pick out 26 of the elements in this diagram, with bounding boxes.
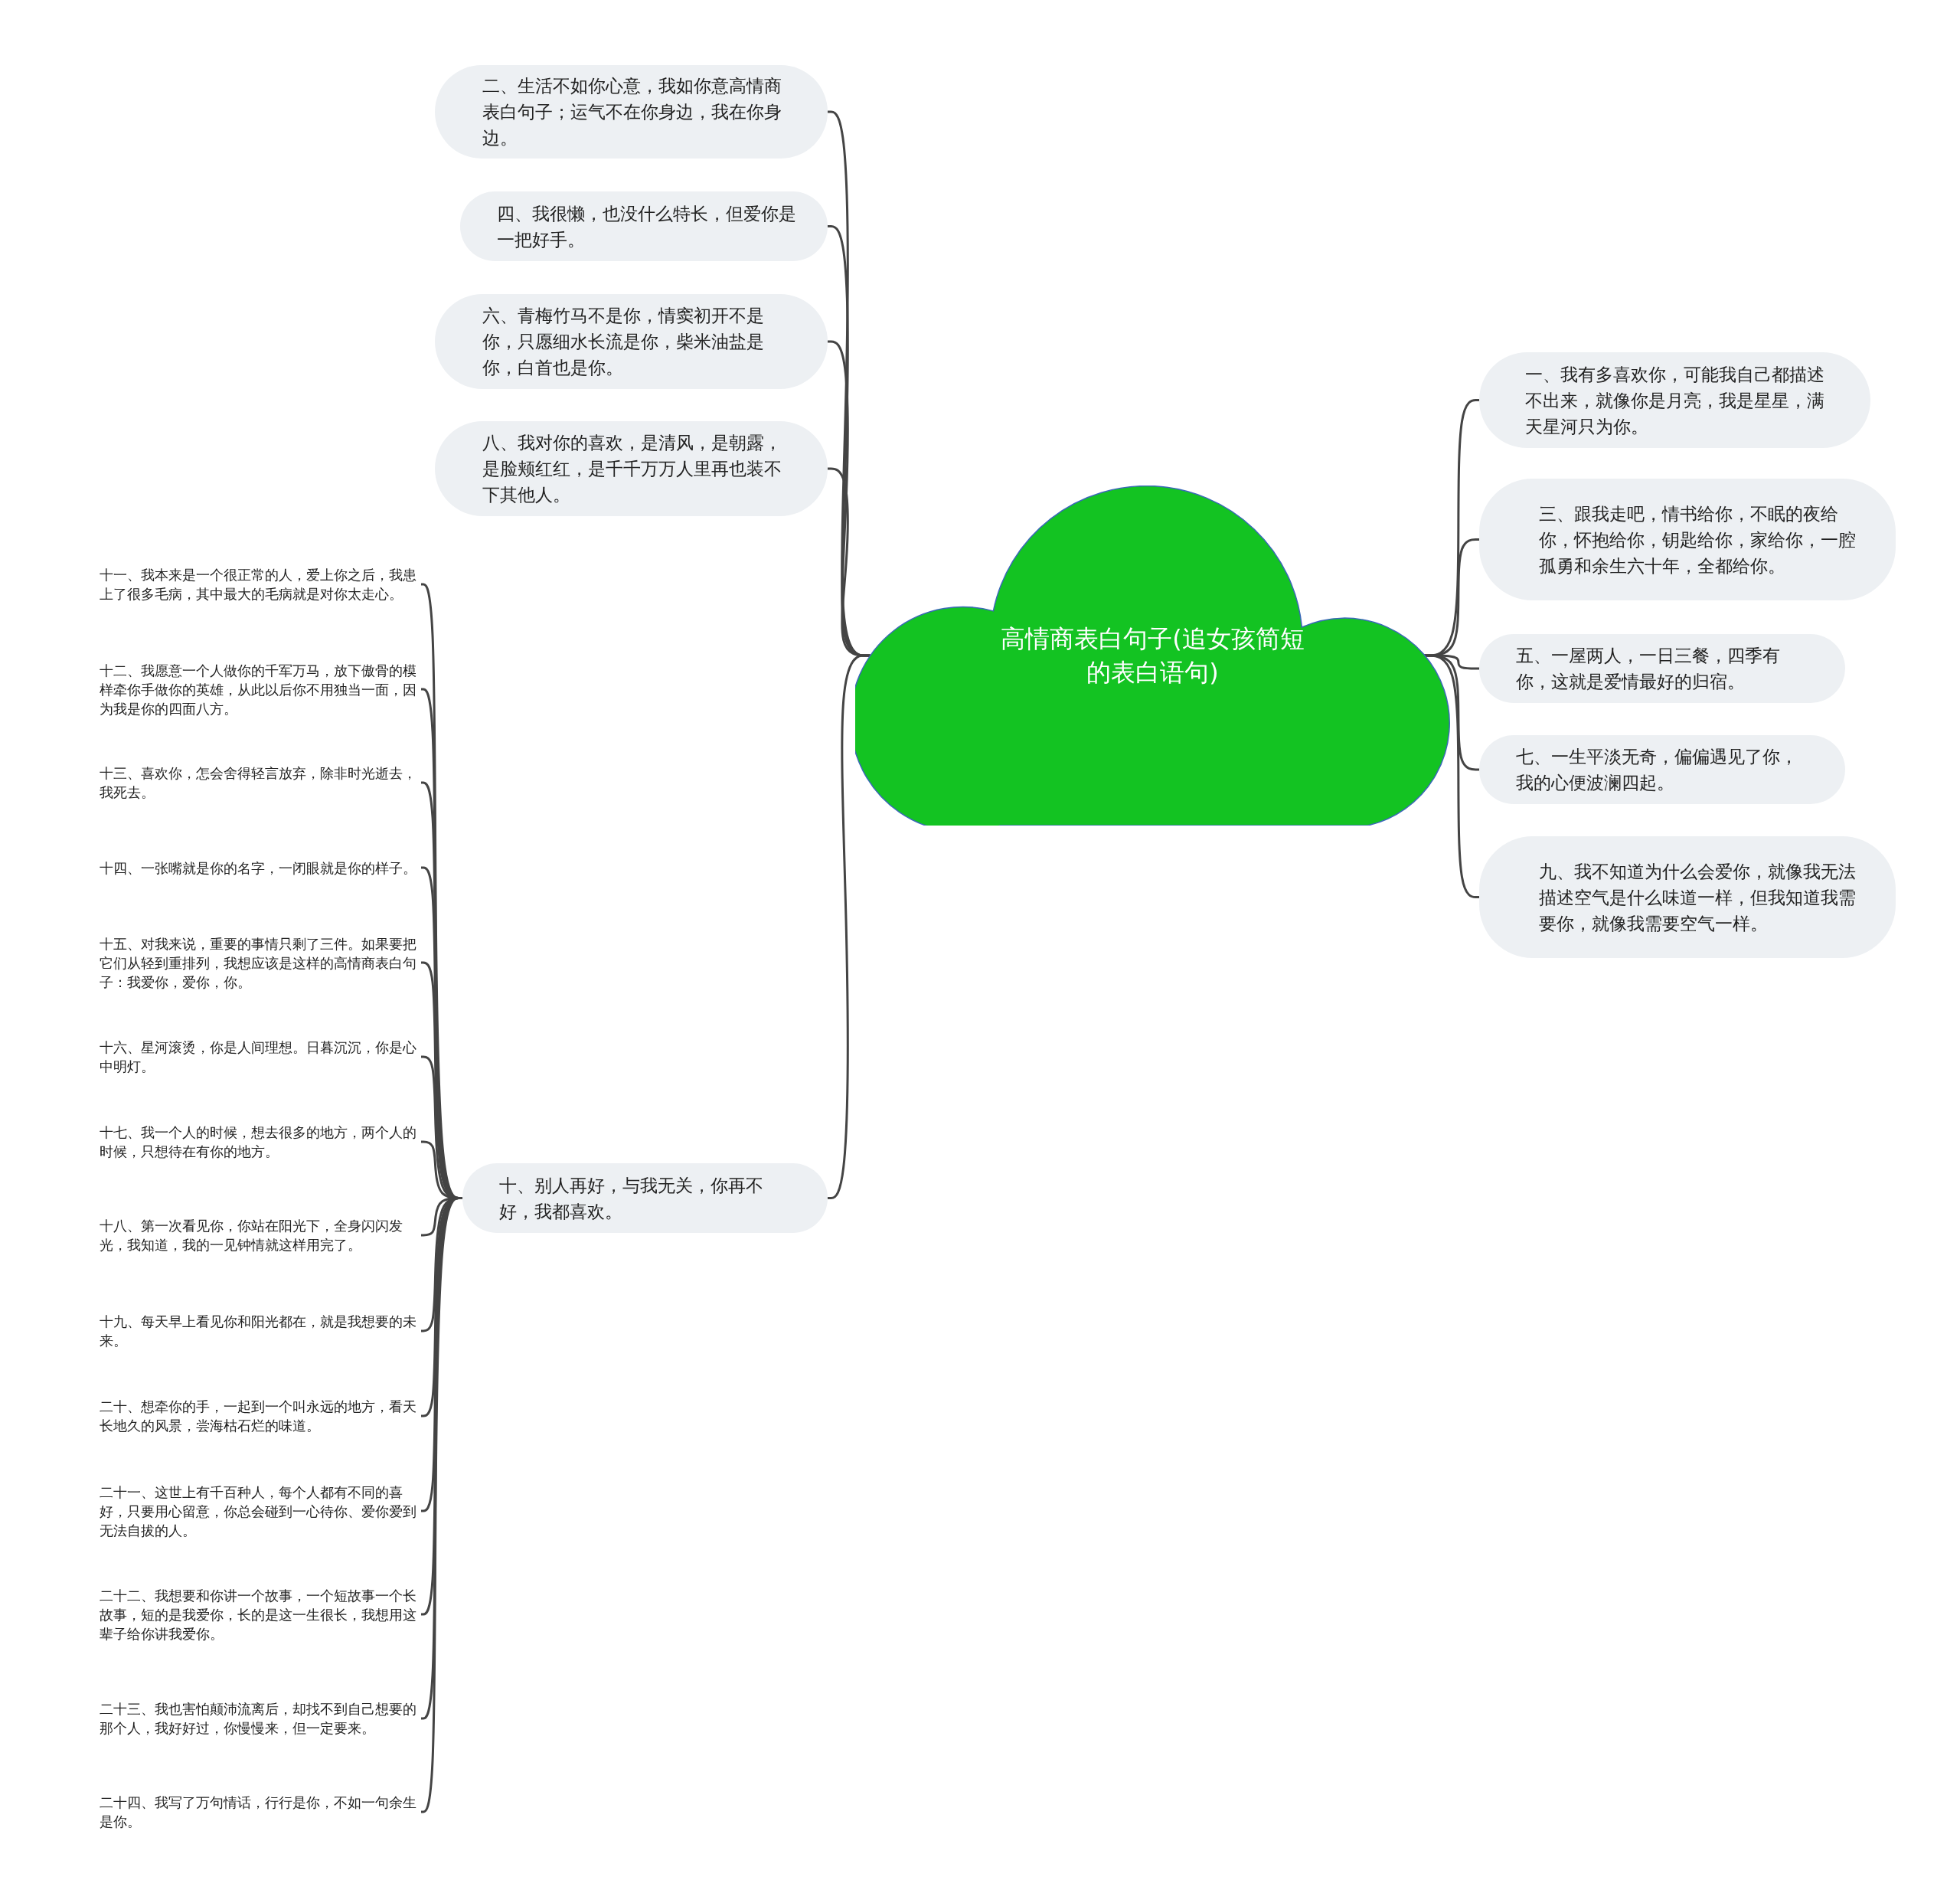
subtopic-text: 二十、想牵你的手，一起到一个叫永远的地方，看天长地久的风景，尝海枯石烂的味道。 [100, 1397, 421, 1435]
subtopic-text: 十四、一张嘴就是你的名字，一闭眼就是你的样子。 [100, 858, 421, 878]
topic-bubble: 二、生活不如你心意，我如你意高情商表白句子；运气不在你身边，我在你身边。 [435, 65, 828, 159]
subtopic-text: 十六、星河滚烫，你是人间理想。日暮沉沉，你是心中明灯。 [100, 1038, 421, 1076]
subtopic-text: 十一、我本来是一个很正常的人，爱上你之后，我患上了很多毛病，其中最大的毛病就是对你太走心。 [100, 565, 421, 603]
topic-bubble: 十、别人再好，与我无关，你再不好，我都喜欢。 [462, 1163, 828, 1233]
subtopic-text: 十七、我一个人的时候，想去很多的地方，两个人的时候，只想待在有你的地方。 [100, 1123, 421, 1161]
subtopic-text: 十八、第一次看见你，你站在阳光下，全身闪闪发光，我知道，我的一见钟情就这样用完了。 [100, 1216, 421, 1254]
subtopic-text: 二十四、我写了万句情话，行行是你，不如一句余生是你。 [100, 1793, 421, 1831]
topic-bubble: 四、我很懒，也没什么特长，但爱你是一把好手。 [460, 191, 828, 261]
topic-bubble: 三、跟我走吧，情书给你，不眠的夜给你，怀抱给你，钥匙给你，家给你，一腔孤勇和余生六十年，全都给你。 [1479, 479, 1896, 600]
topic-bubble: 一、我有多喜欢你，可能我自己都描述不出来，就像你是月亮，我是星星，满天星河只为你。 [1479, 352, 1870, 448]
subtopic-text: 二十一、这世上有千百种人，每个人都有不同的喜好，只要用心留意，你总会碰到一心待你、爱你爱到无法自拔的人。 [100, 1482, 421, 1540]
topic-bubble: 九、我不知道为什么会爱你，就像我无法描述空气是什么味道一样，但我知道我需要你，就像我需要空气一样。 [1479, 836, 1896, 958]
topic-bubble: 六、青梅竹马不是你，情窦初开不是你，只愿细水长流是你，柴米油盐是你，白首也是你。 [435, 294, 828, 389]
central-topic-cloud: 高情商表白句子(追女孩简短的表白语句) [855, 486, 1450, 826]
connector-line [827, 654, 871, 1199]
subtopic-text: 十五、对我来说，重要的事情只剩了三件。如果要把它们从轻到重排列，我想应该是这样的高情商表白句子：我爱你，爱你，你。 [100, 934, 421, 992]
topic-bubble: 五、一屋两人，一日三餐，四季有你，这就是爱情最好的归宿。 [1479, 634, 1845, 703]
subtopic-text: 十九、每天早上看见你和阳光都在，就是我想要的未来。 [100, 1312, 421, 1350]
subtopic-text: 二十三、我也害怕颠沛流离后，却找不到自己想要的那个人，我好好过，你慢慢来，但一定要来。 [100, 1699, 421, 1738]
topic-bubble: 八、我对你的喜欢，是清风，是朝露，是脸颊红红，是千千万万人里再也装不下其他人。 [435, 421, 828, 516]
subtopic-text: 十二、我愿意一个人做你的千军万马，放下傲骨的模样牵你手做你的英雄，从此以后你不用独当一面，因为我是你的四面八方。 [100, 660, 421, 718]
topic-bubble: 七、一生平淡无奇，偏偏遇见了你，我的心便波澜四起。 [1479, 735, 1845, 804]
subtopic-text: 十三、喜欢你，怎会舍得轻言放弃，除非时光逝去，我死去。 [100, 763, 421, 802]
subtopic-text: 二十二、我想要和你讲一个故事，一个短故事一个长故事，短的是我爱你，长的是这一生很长，我想用这辈子给你讲我爱你。 [100, 1585, 421, 1643]
